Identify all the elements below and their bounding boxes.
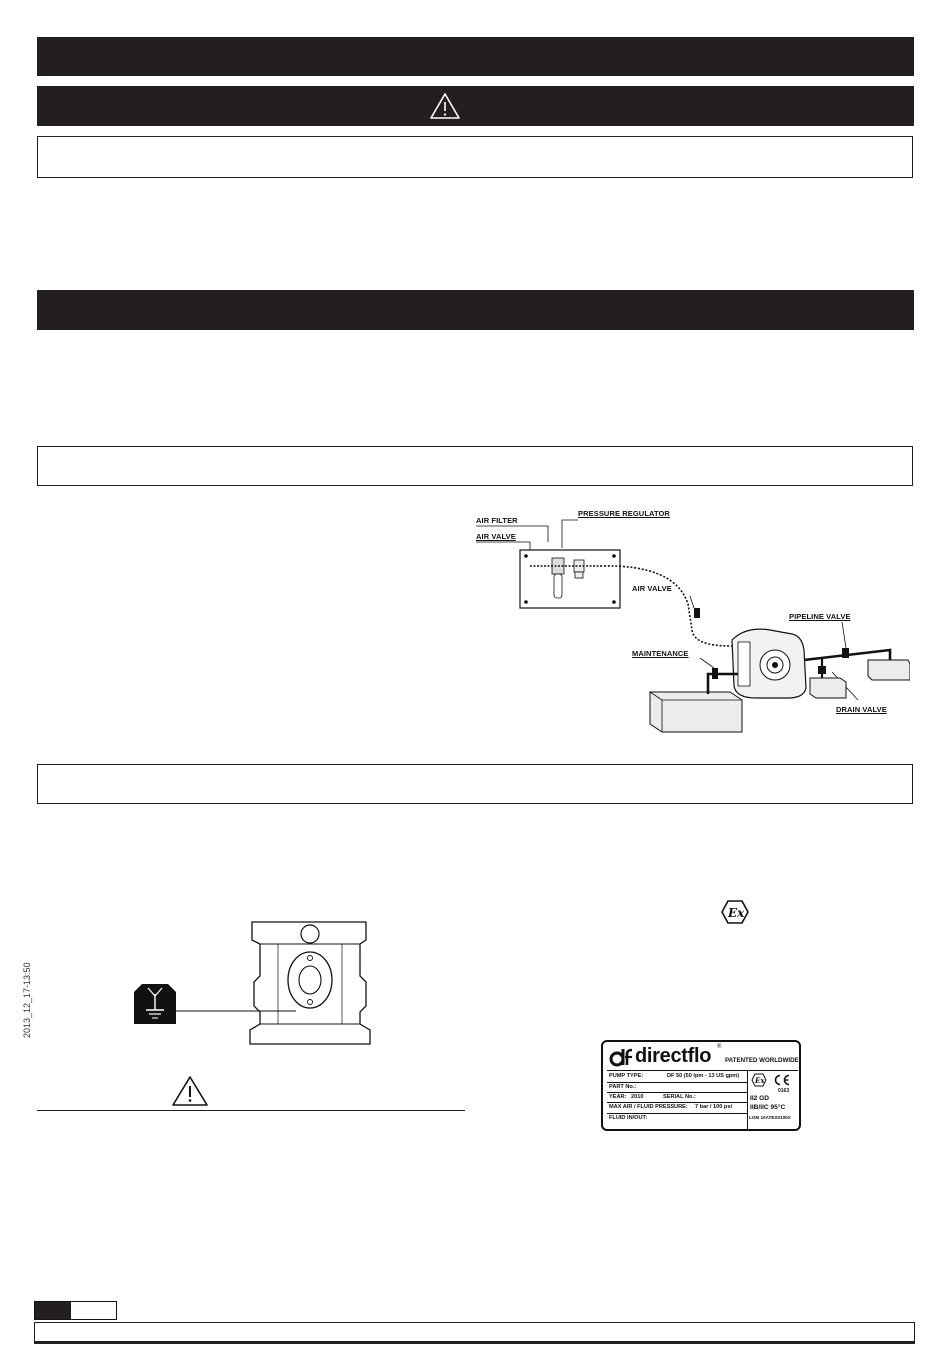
footer-box	[34, 1322, 915, 1344]
grounding-figure	[130, 918, 390, 1050]
svg-text:Ex: Ex	[727, 906, 745, 920]
warning-bar	[37, 86, 914, 126]
pump-type-label: PUMP TYPE:	[609, 1073, 644, 1079]
warning-icon	[430, 93, 460, 119]
df-logo-icon	[609, 1048, 633, 1067]
atex-ex-icon: Ex	[721, 900, 749, 924]
pump-type-value: DF 50 (50 lpm - 13 US gpm)	[667, 1073, 740, 1079]
outlined-box-2	[37, 446, 913, 486]
nameplate: directflo ® PATENTED WORLDWIDE PUMP TYPE…	[601, 1040, 801, 1131]
rule-line	[37, 1110, 465, 1111]
max-air-value: 7 bar / 100 psi	[695, 1104, 733, 1110]
outlined-box-1	[37, 136, 913, 178]
year-label: YEAR:	[609, 1094, 627, 1100]
ex-class-1: II2 GD	[750, 1095, 770, 1102]
nameplate-registered: ®	[717, 1044, 722, 1050]
page-tab	[34, 1301, 117, 1320]
nameplate-patented: PATENTED WORLDWIDE	[725, 1057, 799, 1064]
label-air-valve-top: AIR VALVE	[476, 532, 516, 541]
header-bar-1	[37, 37, 914, 76]
ce-mark-icon	[774, 1074, 790, 1086]
part-no-label: PART No.:	[609, 1084, 637, 1090]
outlined-box-3	[37, 764, 913, 804]
nameplate-cert-column: Ex 0163 II2 GD IIB/IIC 95°C LOM 10ATEX01…	[747, 1070, 798, 1129]
page-tab-fill	[35, 1302, 71, 1319]
label-drain-valve: DRAIN VALVE	[836, 705, 887, 714]
label-pipeline-valve: PIPELINE VALVE	[789, 612, 851, 621]
label-maintenance: MAINTENANCE	[632, 649, 689, 658]
nameplate-ex-icon: Ex	[751, 1073, 767, 1087]
nameplate-brand-row: directflo ® PATENTED WORLDWIDE	[607, 1044, 799, 1069]
diagram-drawing	[476, 519, 910, 733]
grounding-drawing	[134, 921, 371, 1045]
header-bar-2	[37, 290, 914, 330]
nameplate-brand: directflo	[635, 1045, 712, 1067]
ce-number: 0163	[778, 1088, 790, 1094]
year-value: 2010	[631, 1094, 644, 1100]
nameplate-fields: PUMP TYPE: DF 50 (50 lpm - 13 US gpm) PA…	[607, 1070, 747, 1129]
max-air-label: MAX AIR / FLUID PRESSURE:	[609, 1104, 688, 1110]
label-air-valve: AIR VALVE	[632, 584, 672, 593]
cert-number: LOM 10ATEX0105X	[749, 1115, 791, 1120]
side-stamp: 2013_12_17-13:50	[22, 962, 32, 1038]
ex-class-2: IIB/IIC 95°C	[750, 1104, 786, 1111]
fluid-label: FLUID IN/OUT:	[609, 1115, 648, 1121]
label-pressure-regulator: PRESSURE REGULATOR	[578, 509, 670, 518]
serial-label: SERIAL No.:	[663, 1094, 696, 1100]
svg-text:Ex: Ex	[754, 1076, 765, 1085]
installation-diagram: AIR FILTER AIR VALVE PRESSURE REGULATOR …	[470, 500, 910, 740]
label-air-filter: AIR FILTER	[476, 516, 518, 525]
warning-icon-lower	[172, 1076, 208, 1106]
